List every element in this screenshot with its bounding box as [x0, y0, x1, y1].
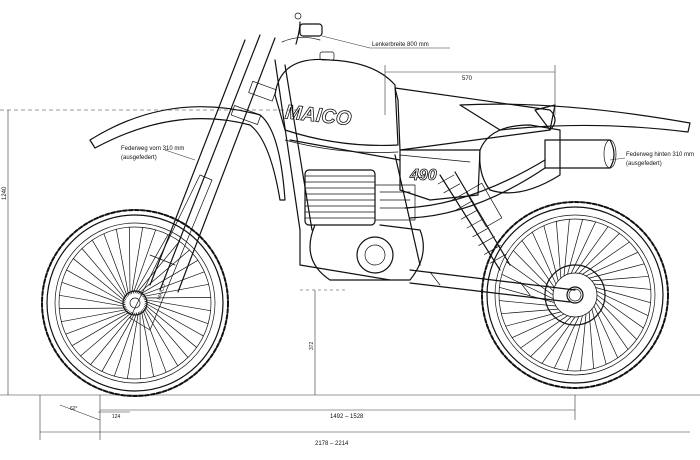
- rear-wheel-spokes: [498, 218, 652, 372]
- fuel-tank: MAICO: [274, 51, 399, 153]
- front-wheel: [41, 209, 229, 397]
- exhaust-silencer: [404, 139, 617, 219]
- shock-coil: [472, 227, 490, 238]
- spoke: [91, 239, 127, 299]
- front-wheel-spokes: [58, 226, 212, 380]
- spoke: [115, 228, 129, 296]
- spoke: [142, 283, 210, 297]
- brand-logo: MAICO: [284, 101, 353, 130]
- spoke: [59, 294, 126, 307]
- shock-coil: [455, 201, 472, 211]
- spoke: [71, 311, 131, 347]
- handlebar: [281, 12, 323, 45]
- spoke: [132, 229, 157, 294]
- front-suspension-label: Federweg vorn 310 mm: [121, 146, 184, 152]
- spoke: [144, 302, 204, 337]
- spoke: [136, 240, 180, 294]
- spoke: [498, 300, 557, 307]
- spoke: [142, 309, 167, 373]
- ground-clearance-label: 372: [309, 341, 315, 350]
- spoke: [138, 249, 190, 294]
- spoke: [144, 300, 209, 325]
- spoke: [103, 233, 128, 297]
- spoke: [131, 227, 144, 294]
- shock-coil: [449, 192, 466, 202]
- shock-coil: [466, 218, 484, 229]
- spoke: [66, 269, 126, 304]
- spoke: [113, 312, 138, 377]
- spoke: [60, 309, 128, 323]
- shock-coil: [489, 253, 507, 264]
- handlebar-width-label: Lenkerbreite 800 mm: [372, 42, 429, 48]
- spoke: [593, 283, 652, 290]
- spoke: [126, 312, 139, 379]
- spoke: [144, 304, 198, 348]
- side-number-plate: [479, 124, 561, 194]
- rear-tail-piece: [534, 104, 556, 131]
- spoke: [143, 307, 179, 367]
- spoke: [81, 248, 126, 300]
- spoke: [129, 226, 131, 295]
- fork-brand-text: MAICO: [156, 283, 167, 301]
- dimension-570-label: 570: [462, 76, 473, 82]
- shock-coil: [437, 174, 455, 185]
- shock-coil: [443, 183, 461, 194]
- spoke: [61, 281, 126, 306]
- spoke: [144, 299, 211, 312]
- shock-coil: [460, 209, 478, 220]
- engine: [304, 169, 424, 281]
- spoke: [90, 312, 134, 366]
- model-badge: 490: [409, 167, 437, 184]
- spoke: [65, 310, 129, 335]
- front-fork: MAICO: [129, 34, 277, 331]
- front-fender: [89, 106, 286, 201]
- spoke: [101, 312, 136, 372]
- frame: [274, 59, 421, 281]
- spoke: [134, 234, 169, 294]
- spoke: [580, 313, 587, 372]
- front-suspension-note: (ausgefedert): [121, 155, 157, 161]
- rear-shock: [437, 171, 511, 271]
- spoke: [80, 312, 132, 357]
- spoke: [139, 311, 141, 380]
- overall-length-label: 2178 – 2214: [315, 441, 349, 447]
- shock-coil: [484, 245, 501, 255]
- total-height-label: 1240: [2, 186, 8, 200]
- rear-fender: [459, 103, 691, 133]
- angle-label: 62°: [70, 406, 78, 412]
- shock-coil: [478, 236, 495, 246]
- spoke: [141, 310, 155, 378]
- spoke: [141, 271, 205, 296]
- spoke: [563, 218, 570, 277]
- seat: [394, 87, 556, 151]
- spoke: [144, 306, 189, 358]
- swing-arm: [409, 269, 582, 303]
- spoke: [72, 258, 126, 302]
- wheelbase-label: 1492 – 1528: [330, 414, 364, 420]
- spoke: [58, 307, 127, 309]
- dimension-lines: [0, 35, 690, 440]
- rear-suspension-label: Federweg hinten 310 mm: [626, 152, 694, 158]
- spoke: [143, 297, 212, 299]
- trail-label: 124: [112, 414, 121, 420]
- rear-suspension-note: (ausgefedert): [626, 161, 662, 167]
- rear-wheel: [481, 201, 669, 389]
